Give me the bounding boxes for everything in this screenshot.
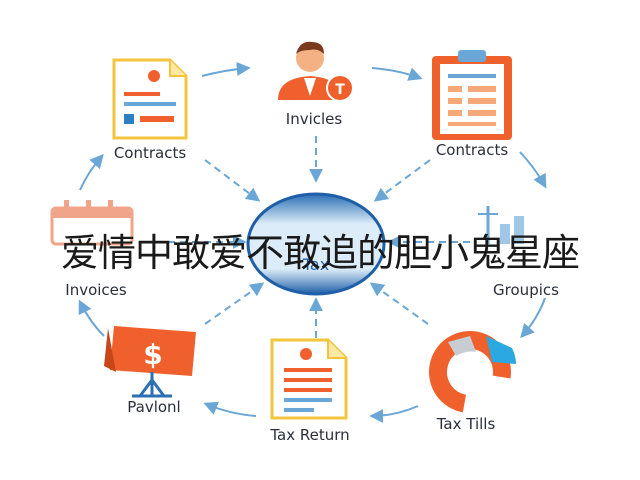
arrow-taxtills-to-taxreturn: [369, 405, 419, 423]
arrow-invoices-to-contracts: [79, 153, 104, 191]
donut-chart-icon: [428, 331, 516, 413]
arrow-groupics-to-taxtills: [520, 297, 546, 339]
clipboard-icon: [432, 50, 512, 140]
center-node: Tax: [246, 192, 386, 296]
dash-top-left: [204, 159, 261, 202]
label-groupics: Groupics: [493, 281, 559, 299]
payment-flag-icon: $: [104, 326, 196, 398]
outer-flow-arrows: [78, 61, 547, 423]
dash-top-right: [373, 159, 431, 202]
label-contracts-right: Contracts: [435, 141, 509, 159]
tax-return-doc-icon: [270, 338, 348, 420]
dollar-badge: $: [143, 338, 162, 371]
person-badge: T: [335, 82, 345, 98]
arrow-contracts-to-invicles: [201, 61, 251, 77]
arrow-invicles-to-contracts: [371, 67, 423, 81]
bar-chart-icon: [478, 206, 524, 244]
label-pavlonl: Pavlonl: [127, 398, 181, 416]
dash-bottom-left: [204, 282, 265, 325]
contract-doc-icon: [112, 58, 188, 140]
overlay-title: 爱情中敢爱不敢追的胆小鬼星座: [60, 231, 580, 275]
label-tax-return: Tax Return: [270, 426, 350, 444]
arrow-taxreturn-to-pavlonl: [203, 401, 257, 417]
label-invicles: Invicles: [285, 110, 343, 128]
label-invoices: Invoices: [65, 281, 127, 299]
arrow-pavlonl-to-invoices: [78, 299, 105, 337]
invoice-calendar-icon: [50, 200, 134, 246]
arrow-contracts-to-groupics: [519, 151, 547, 189]
person-icon: T: [278, 41, 354, 102]
label-tax-tills: Tax Tills: [436, 415, 496, 433]
center-label: Tax: [302, 255, 329, 274]
label-contracts-left: Contracts: [113, 144, 187, 162]
dash-bottom-right: [369, 282, 429, 325]
center-flow-arrows: [168, 136, 470, 338]
